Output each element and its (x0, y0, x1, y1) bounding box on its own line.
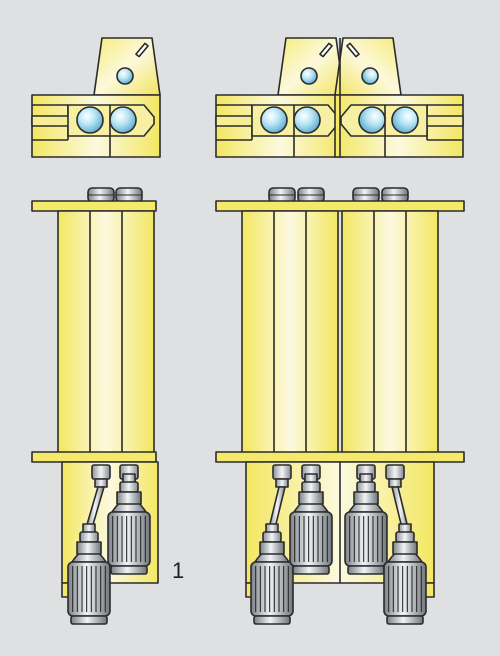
motor-foot (292, 565, 330, 575)
feed-roller (358, 106, 386, 134)
motor-foot (70, 615, 108, 625)
feed-roller (293, 106, 321, 134)
adjust-slot (319, 42, 333, 58)
column-body (241, 210, 339, 454)
column-twin-right (341, 210, 439, 454)
drive-twin-a (250, 464, 294, 625)
adjust-slot (135, 42, 149, 58)
coupling (385, 464, 405, 480)
motor-hub (116, 491, 142, 505)
bearing-cap-a (87, 187, 115, 203)
bearing-cap-b (115, 187, 143, 203)
coupling (91, 464, 111, 480)
coupling (79, 531, 99, 543)
bottom-beam (31, 451, 157, 463)
motor-hub (392, 541, 418, 555)
top-beam (215, 200, 465, 212)
column-body (57, 210, 155, 454)
roller-head-single (31, 37, 161, 158)
motor-body (383, 561, 427, 617)
assembly-single (31, 37, 161, 625)
top-beam (31, 200, 157, 212)
coupling (301, 481, 321, 493)
head-housing (277, 37, 345, 96)
head-housing (334, 37, 402, 96)
coupling (262, 531, 282, 543)
roller-head-twin-left (215, 37, 345, 158)
bearing-cap-c (352, 187, 380, 203)
feed-roller (109, 106, 137, 134)
column-body (341, 210, 439, 454)
adjust-slot (346, 42, 360, 58)
coupling (356, 481, 376, 493)
motor-body (344, 511, 388, 567)
bearing-cap-d (381, 187, 409, 203)
motor-body (250, 561, 294, 617)
drive-twin-b (289, 464, 333, 575)
motor-foot (386, 615, 424, 625)
guide-bar (31, 115, 73, 127)
assembly-twin (215, 37, 465, 625)
motor-body (67, 561, 111, 617)
column-twin-left (241, 210, 339, 454)
motor-hub (259, 541, 285, 555)
drive-single-a (67, 464, 111, 625)
motor-body (107, 511, 151, 567)
coupling (395, 531, 415, 543)
bottom-beam (215, 451, 465, 463)
pivot-roller (300, 67, 318, 85)
drive-twin-d (383, 464, 427, 625)
motor-hub (353, 491, 379, 505)
column-single (57, 210, 155, 454)
bearing-cap-b (297, 187, 325, 203)
feed-roller (391, 106, 419, 134)
motor-hub (76, 541, 102, 555)
motor-body (289, 511, 333, 567)
drive-single-b (107, 464, 151, 575)
coupling (119, 481, 139, 493)
feed-roller (260, 106, 288, 134)
head-housing (93, 37, 161, 96)
bearing-cap-a (268, 187, 296, 203)
motor-foot (253, 615, 291, 625)
pivot-roller (361, 67, 379, 85)
feed-roller (76, 106, 104, 134)
coupling-joint (94, 478, 108, 488)
motor-hub (298, 491, 324, 505)
pivot-roller (116, 67, 134, 85)
motor-foot (347, 565, 385, 575)
coupling-joint (275, 478, 289, 488)
coupling (272, 464, 292, 480)
roller-head-twin-right (334, 37, 464, 158)
guide-bar (215, 115, 257, 127)
motor-foot (110, 565, 148, 575)
guide-bar (422, 115, 464, 127)
coupling-joint (388, 478, 402, 488)
assembly-number-label: 1 (172, 558, 185, 583)
